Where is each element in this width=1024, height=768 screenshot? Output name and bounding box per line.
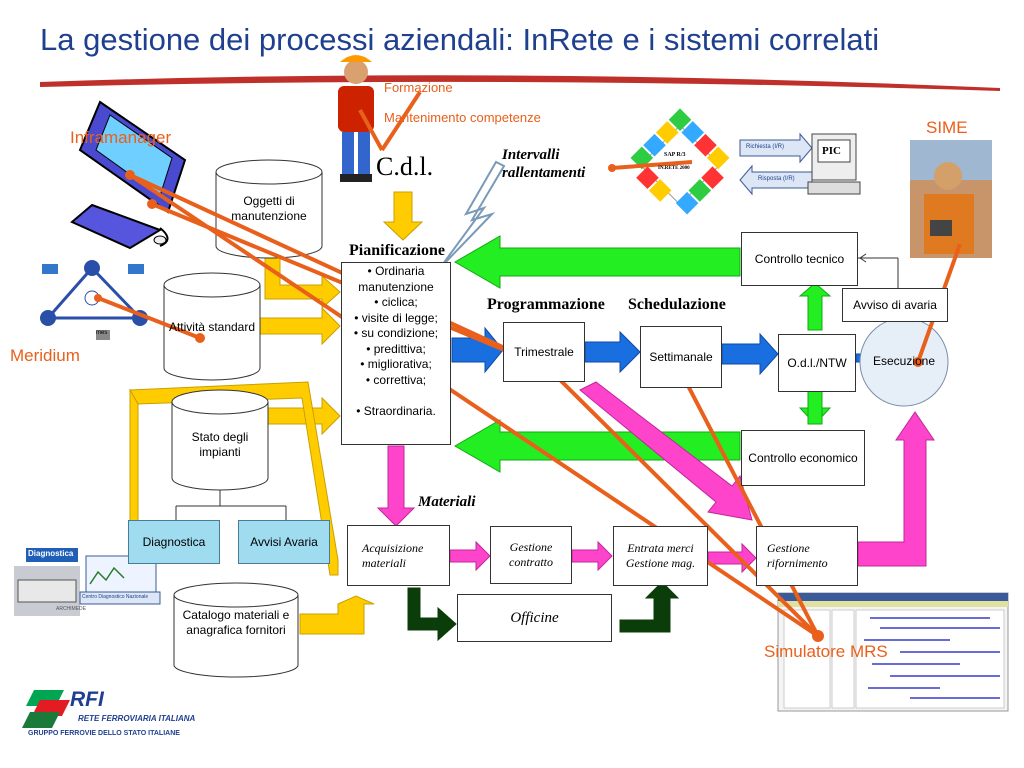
plan-item: • migliorativa; bbox=[360, 357, 432, 371]
richiesta-label: Richiesta (I/R) bbox=[746, 144, 785, 150]
cylinder-catalogo-label: Catalogo materiali e anagrafica fornitor… bbox=[182, 608, 290, 637]
arrow-controllo-tecnico bbox=[454, 235, 741, 289]
gruppo-fs-label: GRUPPO FERROVIE DELLO STATO ITALIANE bbox=[28, 730, 180, 737]
lightning-icon bbox=[439, 160, 506, 269]
gestione-rifornimento-box: Gestione rifornimento bbox=[756, 526, 858, 586]
plan-item: • correttiva; bbox=[365, 372, 427, 387]
controllo-tecnico-box: Controllo tecnico bbox=[741, 232, 858, 286]
avviso-avaria-box: Avviso di avaria bbox=[842, 288, 948, 322]
meridium-label: Meridium bbox=[10, 346, 80, 365]
cylinder-stato-label: Stato degli impianti bbox=[191, 430, 249, 459]
blue-arrows bbox=[451, 326, 879, 376]
simulatore-gantt bbox=[777, 592, 1009, 712]
cylinder-catalogo bbox=[173, 595, 299, 678]
plan-item: • ciclica; bbox=[374, 295, 418, 309]
pic-label: PIC bbox=[822, 145, 841, 157]
magenta-arrows bbox=[376, 381, 935, 574]
cylinders bbox=[163, 159, 323, 678]
diagnostica-img-label: Diagnostica bbox=[28, 549, 74, 558]
avvisi-avaria-box: Avvisi Avaria bbox=[238, 520, 330, 564]
materiali-label: Materiali bbox=[418, 494, 476, 510]
diagnostica-image bbox=[14, 548, 161, 616]
page-title: La gestione dei processi aziendali: InRe… bbox=[40, 22, 880, 57]
cylinder-attivita bbox=[163, 285, 261, 381]
rfi-full-name: RETE FERROVIARIA ITALIANA bbox=[78, 714, 196, 723]
mes-label: mes bbox=[96, 330, 108, 336]
esecuzione-label: Esecuzione bbox=[872, 354, 936, 368]
settimanale-box: Settimanale bbox=[640, 326, 722, 388]
plan-item: manutenzione bbox=[358, 279, 434, 294]
plan-item: • su condizione; bbox=[353, 326, 439, 340]
entrata-merci-box: Entrata merci Gestione mag. bbox=[613, 526, 708, 586]
meridium-graphic bbox=[40, 260, 148, 340]
inrete-label: IN.RETE 2000 bbox=[658, 166, 690, 171]
rfi-logo: RFI bbox=[70, 688, 104, 711]
yellow-arrows bbox=[254, 191, 424, 635]
arrow-cdl-down bbox=[382, 191, 424, 241]
sime-photo bbox=[910, 140, 992, 258]
controllo-economico-box: Controllo economico bbox=[741, 430, 865, 486]
acquisizione-box: Acquisizione materiali bbox=[347, 525, 450, 586]
darkgreen-arrows bbox=[407, 581, 680, 642]
arrow-from-officine bbox=[619, 581, 680, 633]
intervalli-line1: Intervalli bbox=[502, 147, 560, 163]
arrow-oggetti bbox=[264, 249, 341, 310]
plan-item: • visite di legge; bbox=[354, 310, 438, 325]
cylinder-attivita-label: Attività standard bbox=[168, 320, 256, 334]
arrow-rifornimento-up bbox=[857, 411, 935, 567]
yellow-bracket bbox=[129, 381, 339, 576]
intervalli-line2: rallentamenti bbox=[502, 165, 586, 181]
arrow-catalogo bbox=[299, 595, 375, 635]
simulatore-label: Simulatore MRS bbox=[764, 642, 888, 661]
sap-label: SAP R/3 bbox=[664, 152, 686, 158]
plan-item: • Ordinaria bbox=[367, 264, 425, 278]
plan-item bbox=[342, 388, 450, 404]
arrow-to-odl bbox=[721, 332, 779, 376]
title-underline bbox=[40, 75, 1000, 91]
archimede-label: ARCHIMEDE bbox=[56, 606, 87, 612]
plan-item: • Straordinaria. bbox=[356, 403, 436, 418]
worker-icon bbox=[338, 55, 374, 182]
arrow-to-settimanale bbox=[584, 330, 641, 374]
trimestrale-box: Trimestrale bbox=[503, 322, 585, 382]
formazione-label: Formazione bbox=[384, 80, 453, 95]
diagnostica-box: Diagnostica bbox=[128, 520, 220, 564]
programmazione-label: Programmazione bbox=[487, 296, 605, 313]
arrow-attivita bbox=[254, 306, 341, 346]
odl-box: O.d.l./NTW bbox=[778, 334, 856, 392]
intervalli-label: Intervalli rallentamenti bbox=[502, 146, 585, 182]
mantenimento-label: Mantenimento competenze bbox=[384, 110, 541, 125]
schedulazione-label: Schedulazione bbox=[628, 296, 726, 313]
cdl-label: C.d.l. bbox=[376, 152, 434, 181]
plan-item: • predittiva; bbox=[366, 341, 426, 356]
arrow-up-avviso bbox=[798, 282, 832, 331]
gestione-contratto-box: Gestione contratto bbox=[490, 526, 572, 584]
computer-icon bbox=[70, 100, 187, 250]
cdn-label: Centro Diagnostico Nazionale bbox=[82, 594, 149, 600]
rfi-logo-mark bbox=[22, 690, 70, 728]
arrow-plan-down bbox=[376, 445, 416, 527]
inframanager-label: Inframanager bbox=[70, 128, 172, 147]
sime-label: SIME bbox=[926, 118, 968, 137]
cylinder-oggetti bbox=[215, 172, 323, 259]
cylinder-oggetti-label: Oggetti di manutenzione bbox=[231, 194, 307, 223]
pianificazione-label: Pianificazione bbox=[349, 242, 445, 259]
arrow-to-trimestrale bbox=[451, 326, 504, 374]
officine-box: Officine bbox=[457, 594, 612, 642]
cylinder-stato bbox=[171, 402, 269, 491]
pianificazione-list: • Ordinaria manutenzione • ciclica; • vi… bbox=[341, 262, 451, 445]
arrow-to-officine bbox=[407, 587, 457, 642]
risposta-label: Risposta (I/R) bbox=[758, 176, 795, 182]
